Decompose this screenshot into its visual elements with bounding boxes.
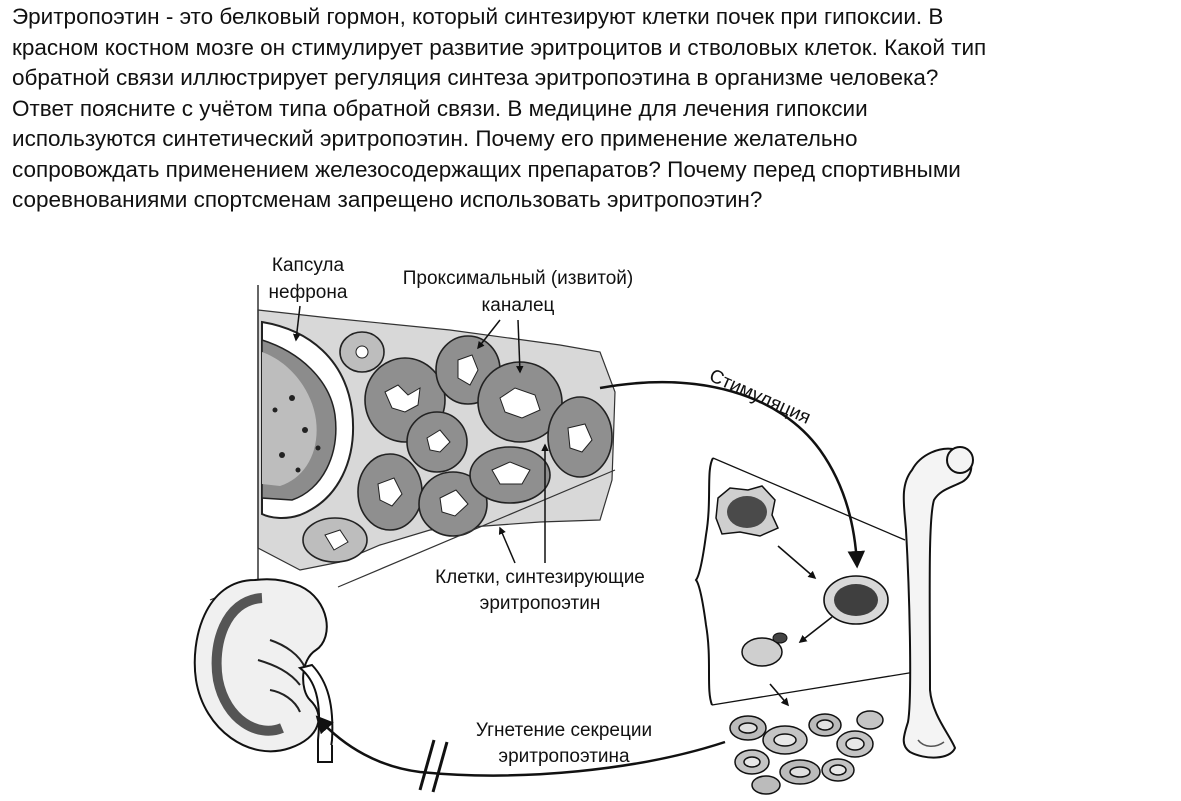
kidney-tissue-section (209, 285, 616, 605)
question-line: используются синтетический эритропоэтин.… (12, 126, 858, 151)
erythrocytes-cluster (729, 710, 884, 795)
question-line: Эритропоэтин - это белковый гормон, кото… (12, 4, 944, 29)
label-inhibition: Угнетение секреции (476, 720, 652, 741)
nephron-capsule (261, 320, 354, 519)
label-epo-cells: Клетки, синтезирующие (435, 567, 645, 588)
label-inhibition: эритропоэтина (498, 746, 630, 767)
label-capsule: Капсула (272, 255, 345, 276)
label-capsule: нефрона (269, 282, 348, 303)
kidney (193, 578, 334, 763)
label-tubule: каналец (482, 295, 555, 316)
label-stimulation: Стимуляция (706, 365, 814, 428)
label-epo-cells: эритропоэтин (480, 593, 601, 614)
question-line: красном костном мозге он стимулирует раз… (12, 34, 987, 60)
stem-cell (715, 485, 779, 537)
question-line: обратной связи иллюстрирует регуляция си… (12, 65, 939, 90)
bone-marrow-panel (694, 457, 916, 795)
question-line: соревнованиями спортсменам запрещено исп… (12, 187, 763, 212)
reticulocyte-cell (741, 632, 788, 667)
femur-bone (902, 446, 974, 759)
erythroblast-cell (823, 575, 889, 625)
question-line: Ответ поясните с учётом типа обратной св… (12, 95, 868, 121)
question-text: Эритропоэтин - это белковый гормон, кото… (12, 2, 1162, 216)
label-tubule: Проксимальный (извитой) (403, 268, 633, 289)
proximal-tubules (302, 331, 613, 563)
question-line: сопровождать применением железосодержащи… (12, 156, 961, 182)
